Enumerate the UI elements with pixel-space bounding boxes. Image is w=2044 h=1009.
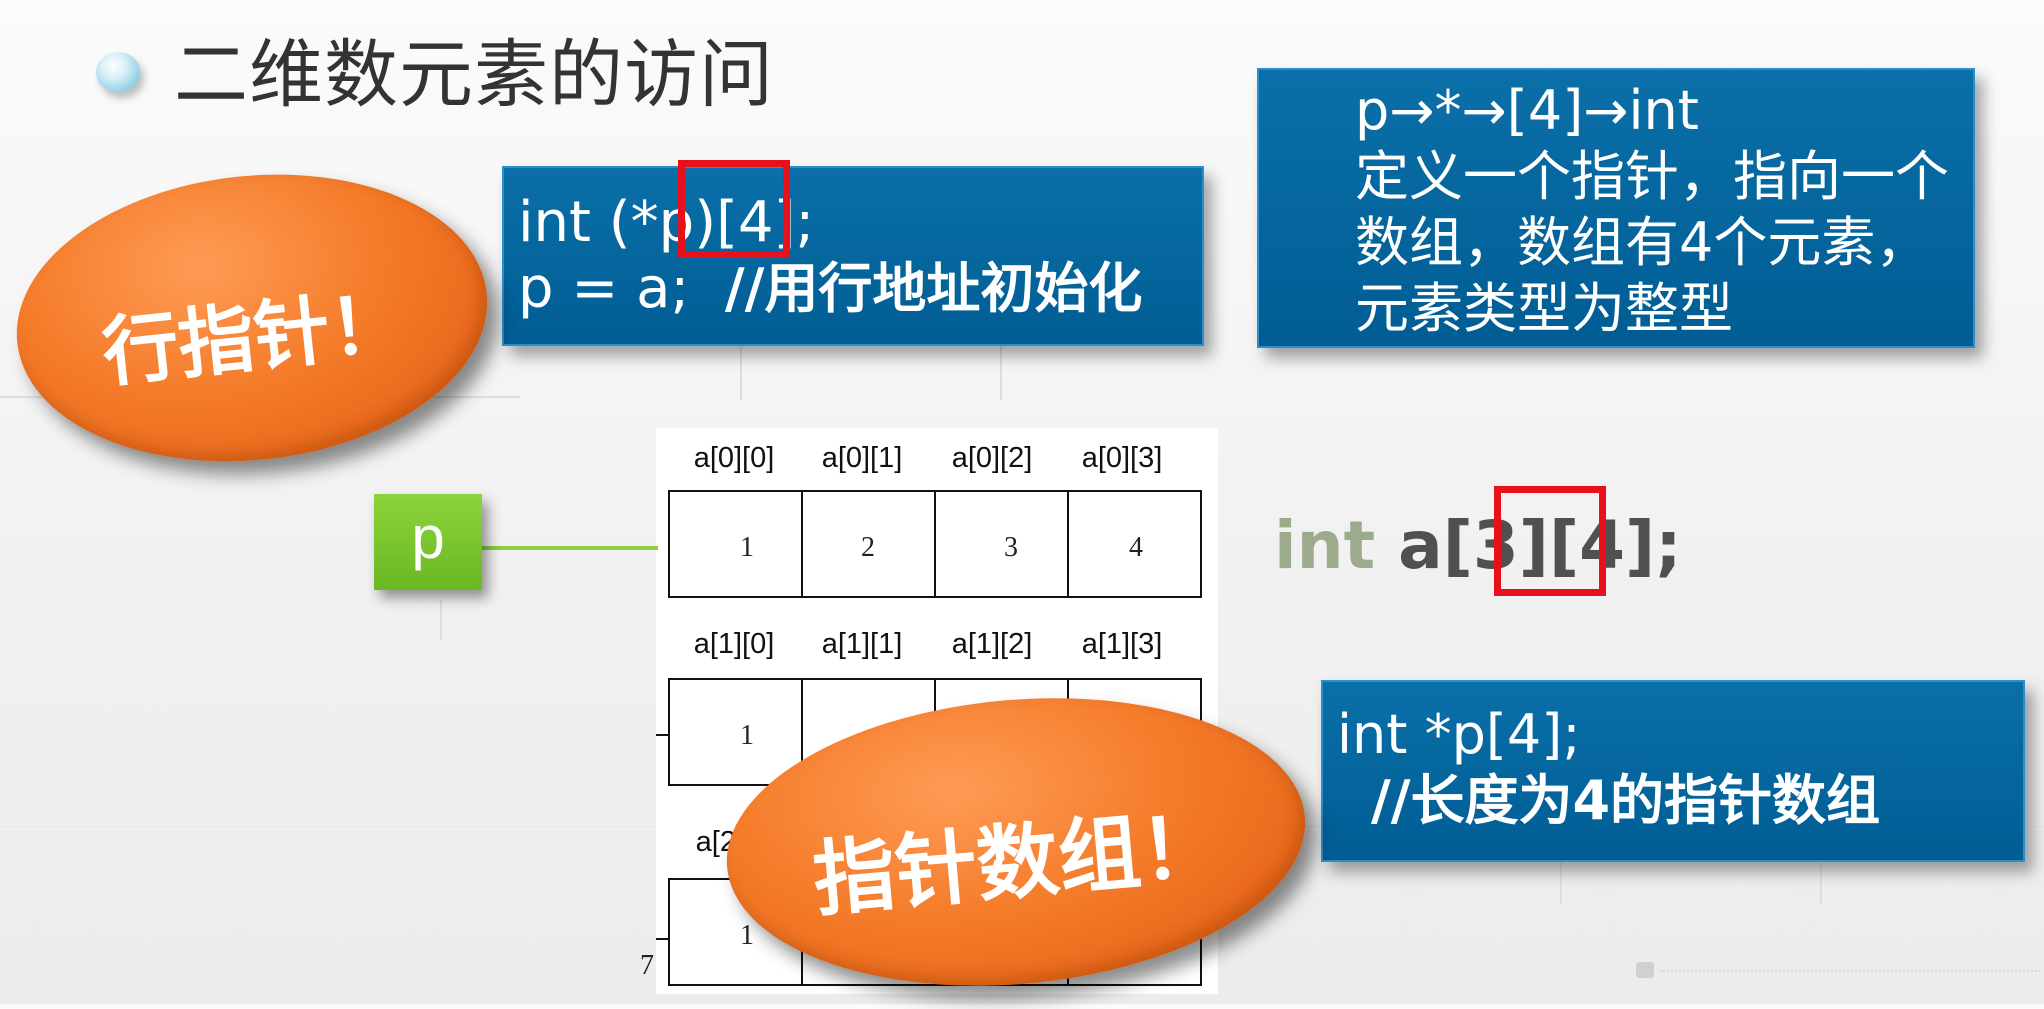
cell-value: 4 — [1129, 532, 1143, 563]
code-line-1: int *p[4]; — [1337, 703, 1581, 766]
code-comment: //长度为4的指针数组 — [1371, 769, 1881, 832]
slide-title: 二维数元素的访问 — [174, 32, 774, 118]
cell-value: 1 — [740, 532, 754, 563]
element-label: a[1][2] — [951, 628, 1033, 660]
scroll-knob[interactable] — [1636, 962, 1654, 978]
pointer-explanation-box: p→*→[4]→int 定义一个指针，指向一个 数组，数组有4个元素， 元素类型… — [1257, 68, 1975, 348]
cell-value: 2 — [861, 532, 875, 563]
explanation-line-3: 数组，数组有4个元素， — [1355, 211, 1930, 274]
bg-gridline — [740, 340, 742, 400]
array-cell: 2 — [803, 492, 936, 596]
row-arrow-tick — [656, 938, 668, 940]
code-text: p = a; — [518, 256, 690, 321]
callout-text: 行指针！ — [98, 277, 410, 398]
array-declaration: int a[3][4]; — [1274, 506, 1682, 586]
code-highlight-text: [4]; — [716, 190, 815, 255]
decl-name: a[3] — [1398, 507, 1549, 584]
array-cell: 1 — [670, 680, 803, 784]
code-text: int (*p — [518, 190, 695, 255]
element-label: a[0][0] — [693, 442, 775, 474]
element-label: a[0][3] — [1081, 442, 1163, 474]
element-label: a[1][1] — [821, 628, 903, 660]
row-pointer-code-box: int (*p)[4]; p = a; //用行地址初始化 — [502, 166, 1204, 346]
code-line-2: p = a; //用行地址初始化 — [518, 256, 1142, 322]
array-cell: 1 — [670, 492, 803, 596]
element-label: a[1][3] — [1081, 628, 1163, 660]
cell-value: 1 — [740, 720, 754, 751]
array-cell: 4 — [1069, 492, 1200, 596]
highlight-rect — [1494, 486, 1606, 596]
decl-end: ; — [1655, 507, 1682, 584]
bg-gridline — [440, 600, 442, 640]
code-line-1: int (*p)[4]; — [518, 190, 814, 256]
bg-gridline — [1820, 860, 1822, 904]
array-cell: 3 — [936, 492, 1069, 596]
code-paren: ) — [694, 190, 717, 255]
pointer-p-box: p — [374, 494, 482, 590]
page-number: 7 — [640, 950, 654, 981]
explanation-line-1: p→*→[4]→int — [1355, 79, 1699, 142]
explanation-line-4: 元素类型为整型 — [1355, 277, 1733, 340]
row-pointer-callout: 行指针！ — [2, 152, 502, 484]
element-label: a[0][2] — [951, 442, 1033, 474]
element-label: a[0][1] — [821, 442, 903, 474]
bg-gridline — [1560, 860, 1562, 904]
element-label: a[1][0] — [693, 628, 775, 660]
pointer-arrow — [482, 546, 658, 550]
bg-gridline — [1000, 340, 1002, 400]
callout-text: 指针数组！ — [809, 798, 1227, 929]
pointer-array-code-box: int *p[4]; //长度为4的指针数组 — [1321, 680, 2025, 862]
code-comment: //用行地址初始化 — [724, 257, 1143, 320]
row-arrow-tick — [656, 734, 668, 736]
cell-value: 3 — [1004, 532, 1018, 563]
scroll-track — [1660, 970, 2040, 972]
cell-value: 1 — [740, 920, 754, 951]
highlight-rect — [678, 160, 790, 258]
title-bullet-icon — [96, 52, 140, 92]
array-row-0: 1 2 3 4 — [668, 490, 1202, 598]
explanation-line-2: 定义一个指针，指向一个 — [1355, 145, 1949, 208]
decl-keyword: int — [1274, 507, 1376, 584]
